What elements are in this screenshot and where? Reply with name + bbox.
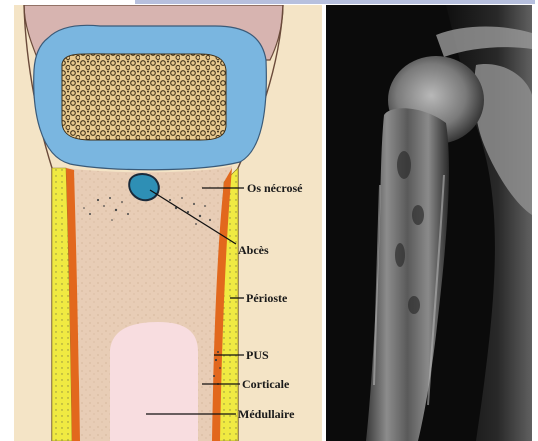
- label-os-necrose: Os nécrosé: [247, 181, 303, 195]
- label-pus: PUS: [246, 348, 269, 362]
- medullary-cavity: [110, 322, 198, 441]
- abscess: [129, 174, 159, 200]
- label-corticale: Corticale: [242, 377, 290, 391]
- shoulder-xray: [326, 5, 532, 441]
- label-perioste: Périoste: [246, 291, 288, 305]
- label-medullaire: Médullaire: [238, 407, 295, 421]
- label-abces: Abcès: [238, 243, 269, 257]
- epiphysis-spongy-bone: [62, 54, 226, 140]
- osteomyelitis-diagram: Os nécrosé Abcès Périoste PUS Corticale …: [0, 0, 326, 441]
